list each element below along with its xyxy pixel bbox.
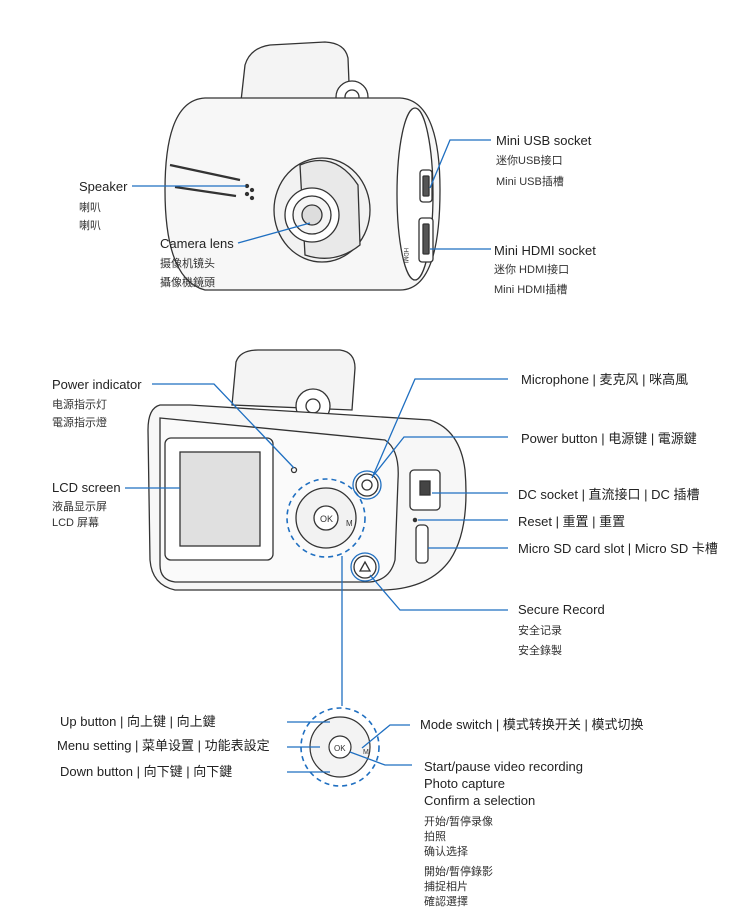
power-indicator-zh-traditional: 電源指示燈 <box>52 417 107 429</box>
mini-hdmi-zh-simplified: 迷你 HDMI接口 <box>494 264 570 276</box>
leader-lines <box>125 139 508 773</box>
bottom-dpad-drawing <box>309 716 371 778</box>
power-indicator-label: Power indicator <box>52 377 142 392</box>
power-indicator-zh-simplified: 电源指示灯 <box>52 399 107 411</box>
camera-lens-label: Camera lens <box>160 236 234 251</box>
middle-camera-drawing <box>147 349 467 591</box>
dpad-m-label: M <box>346 519 353 528</box>
mini-usb-zh-traditional: Mini USB插槽 <box>496 176 564 188</box>
mode-switch-label: Mode switch | 模式转换开关 | 模式切换 <box>420 717 644 732</box>
ok-desc-zh-traditional-2: 捕捉相片 <box>424 881 468 893</box>
secure-record-zh-traditional: 安全錄製 <box>518 645 562 657</box>
secure-record-label: Secure Record <box>518 602 605 617</box>
secure-record-zh-simplified: 安全记录 <box>518 625 562 637</box>
microphone-label: Microphone | 麦克风 | 咪高風 <box>521 372 689 387</box>
micro-sd-label: Micro SD card slot | Micro SD 卡槽 <box>518 541 718 556</box>
camera-lens-zh-traditional: 攝像機鏡頭 <box>160 277 215 289</box>
ok-desc-zh-traditional-1: 開始/暫停錄影 <box>424 866 494 878</box>
power-button-label: Power button | 电源键 | 電源鍵 <box>521 431 697 446</box>
enlarged-ok-label: OK <box>334 744 346 753</box>
ok-desc-en-3: Confirm a selection <box>424 793 536 808</box>
lcd-screen-zh-traditional: LCD 屏幕 <box>52 517 100 529</box>
top-camera-drawing <box>164 41 441 291</box>
dpad-ok-label: OK <box>320 514 333 524</box>
ok-desc-zh-traditional-3: 確認選擇 <box>424 896 468 908</box>
speaker-zh-traditional: 喇叭 <box>79 220 101 232</box>
ok-desc-en-1: Start/pause video recording <box>424 759 583 774</box>
enlarged-m-label: M <box>363 749 369 756</box>
down-button-label: Down button | 向下键 | 向下鍵 <box>60 764 233 779</box>
camera-lens-zh-simplified: 摄像机镜头 <box>160 258 215 270</box>
mini-hdmi-label: Mini HDMI socket <box>494 243 596 258</box>
dc-socket-label: DC socket | 直流接口 | DC 插槽 <box>518 487 700 502</box>
menu-setting-label: Menu setting | 菜单设置 | 功能表設定 <box>57 738 270 753</box>
up-button-label: Up button | 向上键 | 向上鍵 <box>60 714 216 729</box>
mini-usb-zh-simplified: 迷你USB接口 <box>496 155 563 167</box>
hdmi-port-label: HDMI <box>402 248 408 264</box>
ok-desc-zh-simplified-1: 开始/暂停录像 <box>424 816 494 828</box>
mini-hdmi-zh-traditional: Mini HDMI插槽 <box>494 284 568 296</box>
mini-usb-label: Mini USB socket <box>496 133 592 148</box>
speaker-label: Speaker <box>79 179 128 194</box>
lcd-screen-zh-simplified: 液晶显示屏 <box>52 501 107 513</box>
speaker-zh-simplified: 喇叭 <box>79 202 101 214</box>
ok-desc-zh-simplified-2: 拍照 <box>424 831 446 843</box>
ok-desc-en-2: Photo capture <box>424 776 505 791</box>
ok-desc-zh-simplified-3: 确认选择 <box>424 846 468 858</box>
reset-label: Reset | 重置 | 重置 <box>518 514 626 529</box>
lcd-screen-label: LCD screen <box>52 480 121 495</box>
